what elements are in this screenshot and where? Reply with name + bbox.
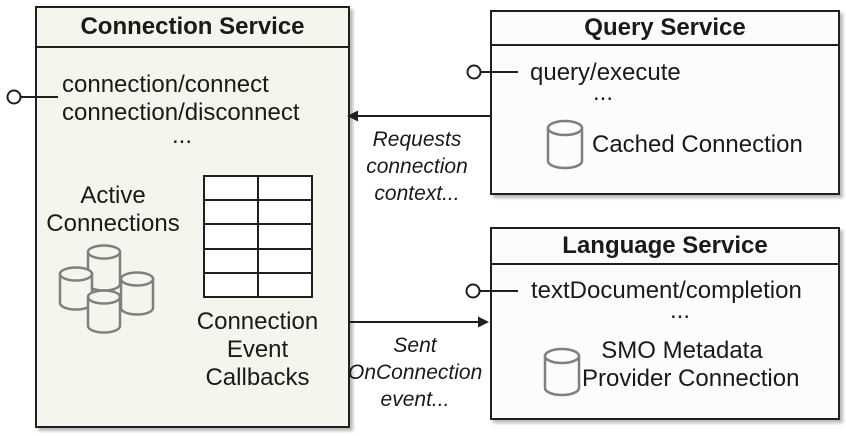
- query-methods-ellipsis: ...: [592, 79, 613, 106]
- language-methods-ellipsis: ...: [669, 297, 690, 324]
- provider-label-line: SMO Metadata: [601, 337, 763, 364]
- requests-connection-context-annotation: Requests connection context...: [350, 126, 484, 207]
- callbacks-label-line: Connection: [196, 308, 319, 335]
- active-connections-label-line: Active: [80, 182, 146, 209]
- query-execute-method: query/execute: [530, 59, 681, 86]
- connection-event-callbacks-label: Connection Event Callbacks: [193, 308, 322, 392]
- callbacks-label-line: Event: [226, 336, 289, 363]
- connection-service-title: Connection Service: [37, 8, 348, 48]
- active-connections-label: Active Connections: [40, 182, 186, 238]
- textdocument-completion-method: textDocument/completion: [531, 277, 802, 304]
- connection-connect-method: connection/connect: [62, 71, 269, 98]
- annotation-line: connection: [366, 155, 468, 178]
- provider-label-line: Provider Connection: [582, 365, 800, 392]
- annotation-line: Requests: [372, 128, 462, 151]
- annotation-line: context...: [374, 182, 460, 205]
- callback-table-icon: [203, 175, 313, 298]
- callbacks-label-line: Callbacks: [205, 364, 310, 391]
- requests-context-arrow-icon: [347, 110, 490, 122]
- query-service-title: Query Service: [492, 12, 838, 46]
- annotation-line: Sent: [393, 334, 437, 357]
- annotation-line: OnConnection: [348, 361, 483, 384]
- active-connections-label-line: Connections: [46, 210, 180, 237]
- smo-metadata-provider-label: SMO Metadata Provider Connection: [582, 337, 800, 393]
- annotation-line: event...: [380, 388, 450, 411]
- cached-connection-label: Cached Connection: [592, 131, 803, 158]
- connection-disconnect-method: connection/disconnect: [62, 99, 300, 126]
- language-service-title: Language Service: [492, 229, 838, 265]
- sent-onconnection-event-annotation: Sent OnConnection event...: [348, 332, 482, 413]
- connection-methods-ellipsis: ...: [171, 122, 192, 149]
- sent-event-arrow-icon: [350, 316, 489, 328]
